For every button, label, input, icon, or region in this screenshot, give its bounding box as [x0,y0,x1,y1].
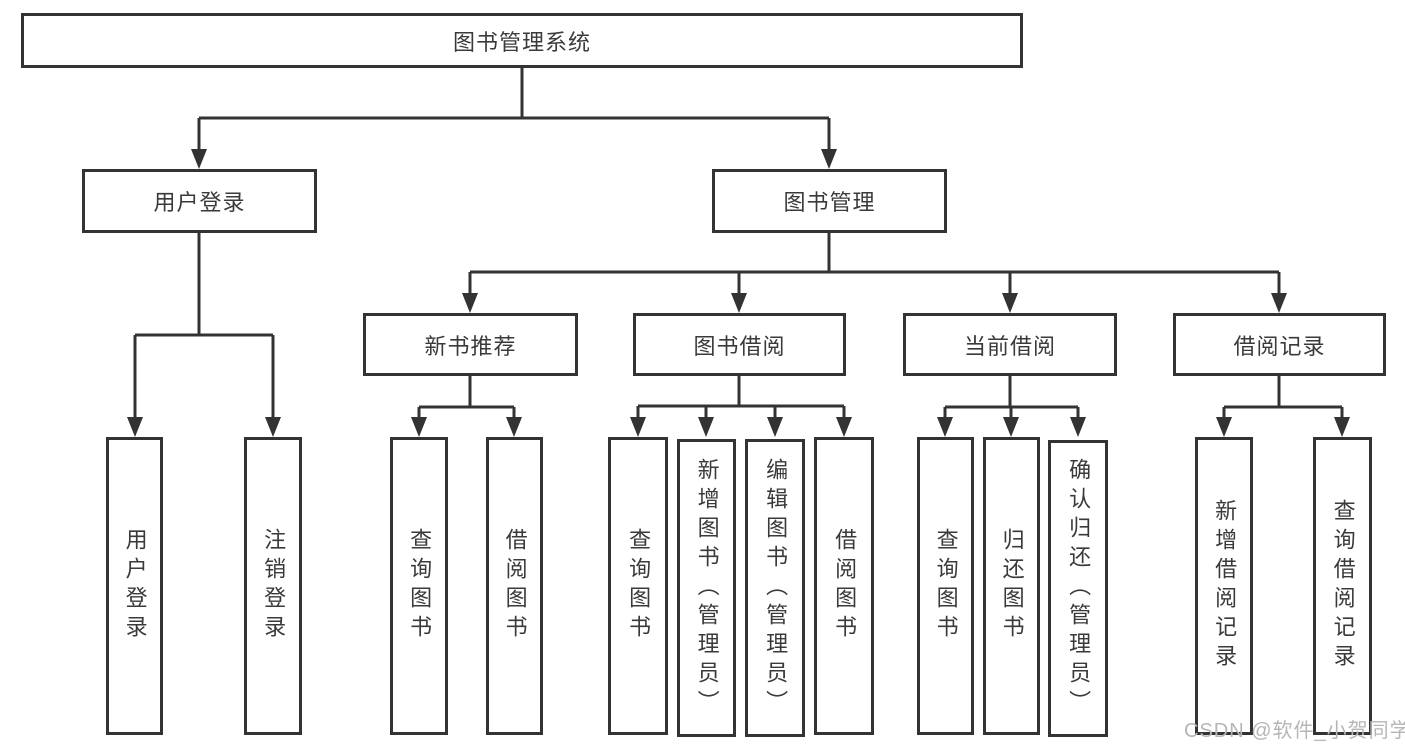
node-confirm-return-admin: 确认归还（管理员） [1048,440,1108,737]
csdn-watermark: CSDN @软件_小贺同学 [1184,720,1405,742]
node-query-books-borrowing: 查询图书 [608,437,668,735]
node-label: 确认归还（管理员） [1066,458,1092,719]
node-label: 用户登录 [122,528,148,644]
node-add-book-admin: 新增图书（管理员） [677,439,736,737]
node-book-management: 图书管理 [712,169,947,233]
node-label: 新增图书（管理员） [694,457,720,719]
node-book-borrowing: 图书借阅 [633,313,846,376]
node-label: 查询借阅记录 [1330,499,1356,673]
node-label: 借阅图书 [832,528,858,644]
node-return-books: 归还图书 [983,437,1040,735]
node-user-login-branch: 用户登录 [82,169,317,233]
node-query-borrow-record: 查询借阅记录 [1313,437,1372,735]
node-label: 借阅图书 [502,528,528,644]
node-query-books-current: 查询图书 [917,437,974,735]
node-logout: 注销登录 [244,437,302,735]
node-add-borrow-record: 新增借阅记录 [1195,437,1253,735]
node-new-book-recommendation: 新书推荐 [363,313,578,376]
node-user-login: 用户登录 [106,437,163,735]
node-label: 查询图书 [407,528,433,644]
node-current-borrowing: 当前借阅 [903,313,1117,376]
node-label: 查询图书 [626,528,652,644]
node-borrowing-records: 借阅记录 [1173,313,1386,376]
node-borrow-books-recommend: 借阅图书 [486,437,543,735]
node-label: 归还图书 [999,528,1025,644]
node-label: 新增借阅记录 [1212,499,1238,673]
node-root: 图书管理系统 [21,13,1023,68]
node-query-books-recommend: 查询图书 [390,437,448,735]
node-edit-book-admin: 编辑图书（管理员） [745,439,805,737]
node-borrow-books-borrowing: 借阅图书 [814,437,874,735]
node-label: 编辑图书（管理员） [763,457,789,719]
node-label: 注销登录 [261,528,287,644]
node-label: 查询图书 [933,528,959,644]
